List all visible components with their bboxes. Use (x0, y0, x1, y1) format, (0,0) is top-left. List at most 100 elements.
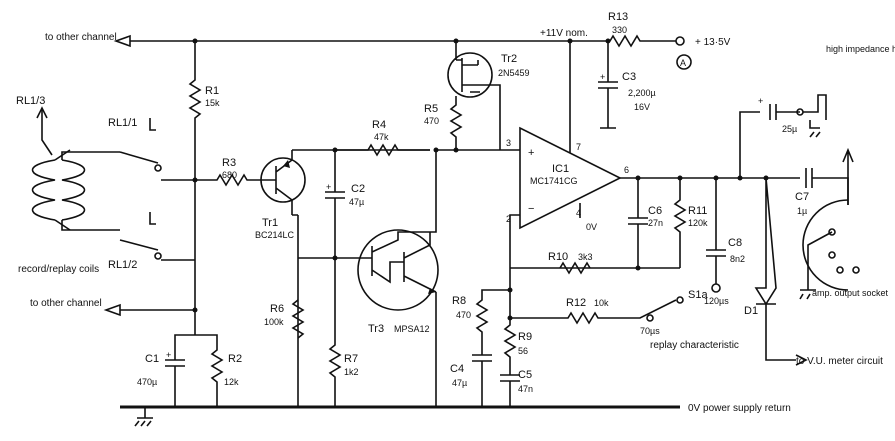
label-headphone: high impedance headphone output (826, 44, 895, 54)
label-0v: 0V (586, 222, 597, 232)
ref-rl12: RL1/2 (108, 259, 137, 271)
ground-rail (120, 405, 680, 427)
ref-c7: C7 (795, 191, 809, 203)
resistor-r10 (559, 261, 591, 275)
pin-7: 7 (576, 142, 581, 152)
value-r7: 1k2 (344, 367, 359, 377)
other-channel-mid (103, 303, 195, 317)
top-rail (113, 34, 570, 48)
din-socket (799, 147, 860, 300)
ref-r3: R3 (222, 157, 236, 169)
ref-c1: C1 (145, 353, 159, 365)
ref-r12: R12 (566, 297, 586, 309)
value-c3: 2,200µ (628, 88, 656, 98)
ref-r11: R11 (688, 205, 707, 217)
label-supply-nom: +11V nom. (540, 28, 588, 39)
ref-tr1: Tr1 (262, 217, 278, 229)
part-ic1: MC1741CG (530, 176, 578, 186)
svg-text:+: + (326, 182, 331, 192)
ref-r4: R4 (372, 119, 386, 131)
value-c6: 27n (648, 218, 663, 228)
value-r3: 680 (222, 170, 237, 180)
value-r1: 15k (205, 98, 220, 108)
label-vu-meter: to V.U. meter circuit (796, 356, 883, 367)
ref-c8: C8 (728, 237, 742, 249)
ref-r6: R6 (270, 303, 284, 315)
label-120us: 120µs (704, 296, 729, 306)
capacitor-c1: + (165, 334, 195, 407)
ref-r10: R10 (548, 251, 568, 263)
value-c2: 47µ (349, 197, 364, 207)
ref-c6: C6 (648, 205, 662, 217)
resistor-r4 (335, 143, 430, 157)
ref-tr2: Tr2 (501, 53, 517, 65)
terminal-a: A (680, 58, 686, 68)
resistor-r3 (195, 173, 262, 187)
part-tr2: 2N5459 (498, 68, 530, 78)
capacitor-c6 (628, 175, 648, 268)
value-r9: 56 (518, 346, 528, 356)
transistor-tr2 (436, 38, 520, 153)
resistor-r2 (195, 334, 224, 407)
headphone-socket (796, 94, 827, 138)
ic1-plus: + (528, 147, 534, 159)
pin-2: 2 (506, 214, 511, 224)
output-net: + (737, 96, 849, 366)
value-c1: 470µ (137, 377, 157, 387)
relay-contact-1 (119, 118, 195, 181)
resistor-r8 (472, 287, 513, 407)
resistor-r11 (510, 175, 687, 271)
resistor-r6 (291, 299, 305, 339)
label-coils: record/replay coils (18, 264, 99, 275)
value-r10: 3k3 (578, 252, 593, 262)
value-r13: 330 (612, 25, 627, 35)
ref-r7: R7 (344, 353, 358, 365)
ref-r1: R1 (205, 85, 219, 97)
ref-r5: R5 (424, 103, 438, 115)
ref-rl11: RL1/1 (108, 117, 137, 129)
value-c8: 8n2 (730, 254, 745, 264)
value-c4: 47µ (452, 378, 467, 388)
capacitor-c3: + (598, 38, 618, 129)
opamp-ic1 (509, 41, 740, 275)
label-70us: 70µs (640, 326, 660, 336)
value-r6: 100k (264, 317, 284, 327)
ref-c4: C4 (450, 363, 464, 375)
ref-c2: C2 (351, 183, 365, 195)
value-r5: 470 (424, 116, 439, 126)
resistor-r1 (188, 38, 202, 335)
resistor-r13 (567, 34, 692, 70)
value-c7: 1µ (797, 206, 807, 216)
ref-rl13: RL1/3 (16, 95, 45, 107)
ref-r2: R2 (228, 353, 242, 365)
label-other-channel-mid: to other channel (30, 298, 102, 309)
value-r11: 120k (688, 218, 708, 228)
voltage-c3: 16V (634, 102, 650, 112)
ref-tr3: Tr3 (368, 323, 384, 335)
pin-6: 6 (624, 165, 629, 175)
ref-ic1: IC1 (552, 163, 569, 175)
label-replay: replay characteristic (650, 340, 739, 351)
pin-4: 4 (576, 208, 581, 218)
ref-c3: C3 (622, 71, 636, 83)
resistor-r7 (328, 258, 342, 407)
ref-d1: D1 (744, 305, 758, 317)
resistor-r12 (510, 296, 684, 325)
ref-c5: C5 (518, 369, 532, 381)
label-other-channel-top: to other channel (45, 32, 117, 43)
relay-contact-2 (119, 212, 195, 261)
ref-r13: R13 (608, 11, 628, 23)
record-replay-coils (31, 106, 120, 231)
svg-text:+: + (758, 96, 763, 106)
svg-text:+: + (600, 72, 605, 82)
ref-r8: R8 (452, 295, 466, 307)
ref-r9: R9 (518, 331, 532, 343)
label-ground-rail: 0V power supply return (688, 403, 791, 414)
pin-3: 3 (506, 138, 511, 148)
label-amp-socket: amp. output socket (812, 288, 889, 298)
capacitor-c8 (706, 175, 726, 293)
value-r12: 10k (594, 298, 609, 308)
ref-s1a: S1a (688, 289, 708, 301)
value-c5: 47n (518, 384, 533, 394)
